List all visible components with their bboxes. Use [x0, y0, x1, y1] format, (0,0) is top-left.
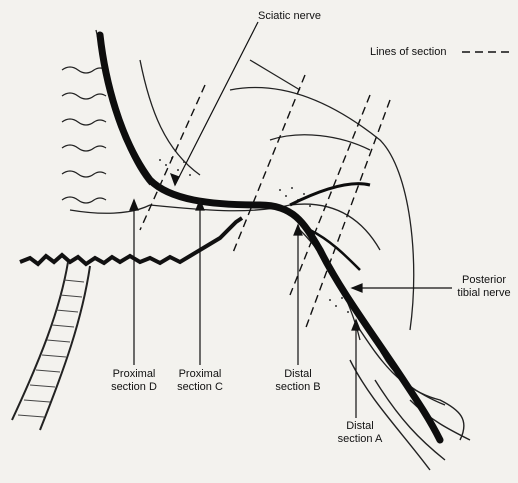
- label-distal-b-line1: Distal: [268, 368, 328, 381]
- label-distal-a-line2: section A: [330, 433, 390, 446]
- label-distal-section-a: Distal section A: [330, 420, 390, 446]
- sciatic-leader: [175, 22, 258, 185]
- label-proximal-section-d: Proximal section D: [104, 368, 164, 394]
- label-posterior-line2: tibial nerve: [452, 287, 516, 300]
- label-proximal-d-line2: section D: [104, 381, 164, 394]
- section-line-c: [232, 75, 305, 255]
- section-line-d: [140, 85, 205, 230]
- label-posterior-tibial: Posterior tibial nerve: [452, 274, 516, 300]
- label-proximal-c-line2: section C: [170, 381, 230, 394]
- label-posterior-line1: Posterior: [452, 274, 516, 287]
- label-distal-b-line2: section B: [268, 381, 328, 394]
- label-proximal-d-line1: Proximal: [104, 368, 164, 381]
- label-proximal-section-c: Proximal section C: [170, 368, 230, 394]
- skin-border: [20, 218, 242, 264]
- label-sciatic-nerve: Sciatic nerve: [258, 10, 321, 23]
- label-lines-of-section: Lines of section: [370, 46, 446, 59]
- label-distal-a-line1: Distal: [330, 420, 390, 433]
- label-proximal-c-line1: Proximal: [170, 368, 230, 381]
- label-distal-section-b: Distal section B: [268, 368, 328, 394]
